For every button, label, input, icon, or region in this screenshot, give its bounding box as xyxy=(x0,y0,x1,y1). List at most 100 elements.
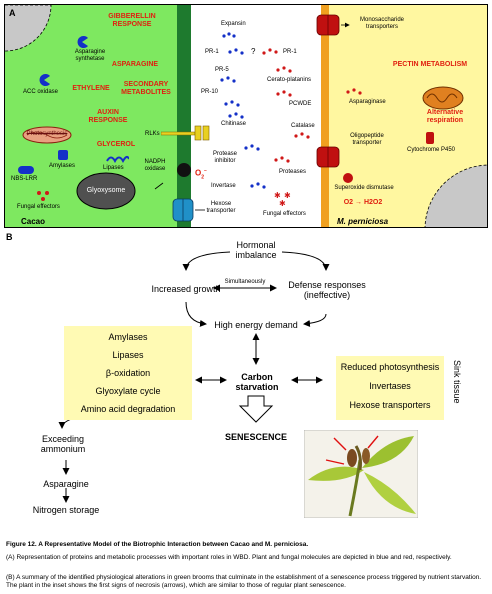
invertase-label: Invertase xyxy=(211,183,236,189)
left-process-item: β-oxidation xyxy=(105,368,151,378)
plant-inset-image xyxy=(304,430,418,518)
cytochrome-icon xyxy=(426,132,434,144)
pr1-red-dots xyxy=(262,48,278,55)
cytochrome-label: Cytochrome P450 xyxy=(406,147,456,153)
caption-a: (A) Representation of proteins and metab… xyxy=(6,554,452,561)
right-process-item: Hexose transporters xyxy=(349,400,431,410)
expansin-label: Expansin xyxy=(221,21,246,27)
auxin-label: AUXIN RESPONSE xyxy=(88,109,128,124)
cacao-title: Cacao xyxy=(21,217,46,226)
monosaccharide-transporter-icon xyxy=(316,14,340,36)
nadph-oxidase-label: NADPH oxidase xyxy=(144,159,166,172)
asparagine-synthetase-label: Asparagine synthetase xyxy=(74,49,106,62)
svg-text:✱: ✱ xyxy=(284,191,291,200)
fungal-effector-stars xyxy=(37,191,49,201)
o2-minus-text: O xyxy=(195,168,202,178)
senescence: SENESCENCE xyxy=(224,432,287,442)
sink-tissue: Sink tissue xyxy=(452,360,462,404)
increased-growth: Increased growth xyxy=(151,284,221,294)
protease-inhibitor-dots xyxy=(244,144,260,151)
secondary-metabolites-label: SECONDARY METABOLITES xyxy=(121,81,171,96)
nbs-lrr-label: NBS-LRR xyxy=(11,176,38,182)
panel-a-arrows xyxy=(154,22,350,211)
fungal-effector-stars-mid: ✱ ✱ ✱ xyxy=(274,191,291,207)
ethylene-label: ETHYLENE xyxy=(72,85,110,92)
superoxide-dismutase-icon xyxy=(343,173,353,183)
glycerol-label: GLYCEROL xyxy=(96,141,136,148)
nbs-lrr-icon xyxy=(18,166,34,174)
simultaneously: Simultaneously xyxy=(224,279,266,285)
pr1-left-label: PR-1 xyxy=(205,49,219,55)
right-processes-box: Reduced photosynthesis Invertases Hexose… xyxy=(336,356,444,420)
asparaginase-dots xyxy=(346,88,362,95)
nadph-oxidase-icon xyxy=(177,163,191,177)
exceeding-ammonium: Exceeding ammonium xyxy=(40,434,86,454)
monosaccharide-transporters-label: Monosaccharide transporters xyxy=(359,17,405,30)
cerato-platanins-label: Cerato-platanins xyxy=(267,77,312,83)
amylase-icon xyxy=(58,150,68,160)
photosynthesis-label: Photosynthesis xyxy=(26,131,68,137)
right-process-list: Reduced photosynthesis Invertases Hexose… xyxy=(336,356,444,419)
pectin-metabolism-label: PECTIN METABOLISM xyxy=(392,61,468,68)
left-processes-box: Amylases Lipases β-oxidation Glyoxylate … xyxy=(64,326,192,420)
expansin-dots xyxy=(222,32,236,38)
middle-fungal-effectors-label: Fungal effectors xyxy=(263,211,306,217)
lipase-icon xyxy=(106,155,129,163)
svg-text:✱: ✱ xyxy=(279,199,286,207)
glyoxysome-label: Glyoxysome xyxy=(86,187,126,194)
proteases-label: Proteases xyxy=(279,169,307,175)
catalase-dots xyxy=(294,132,310,139)
left-process-list: Amylases Lipases β-oxidation Glyoxylate … xyxy=(64,326,192,422)
lipases-label: Lipases xyxy=(103,165,124,171)
panel-a-graphics xyxy=(5,5,487,227)
defense-responses: Defense responses (ineffective) xyxy=(288,280,366,300)
cerato-dots xyxy=(276,66,292,73)
hormonal-imbalance: Hormonal imbalance xyxy=(235,240,277,260)
invertase-dots xyxy=(250,182,266,189)
pr5-label: PR-5 xyxy=(215,67,229,73)
asparaginase-label: Asparaginase xyxy=(349,99,386,105)
left-process-item: Amylases xyxy=(108,332,148,342)
pr1-blue-dots xyxy=(228,48,244,55)
proteases-dots xyxy=(274,156,290,163)
pr10-label: PR-10 xyxy=(201,89,219,95)
catalase-label: Catalase xyxy=(291,123,315,129)
cacao-fungal-effectors-label: Fungal effectors xyxy=(17,204,60,210)
oligopeptide-transporter-label: Oligopeptide transporter xyxy=(350,133,384,146)
panel-b-arrows xyxy=(58,251,330,503)
pacman-icon xyxy=(77,36,88,48)
caption-title: Figure 12. A Representative Model of the… xyxy=(6,541,309,548)
o2-to-h2o2-label: O2 → H2O2 xyxy=(343,199,383,206)
gibberellin-label: GIBBERELLIN RESPONSE xyxy=(108,13,156,28)
panel-a-label: A xyxy=(9,8,16,18)
superoxide-dismutase-label: Superoxide dismutase xyxy=(334,185,394,191)
pr5-dots xyxy=(220,76,236,83)
chitinase-dots xyxy=(228,112,244,119)
pcwde-dots xyxy=(276,90,292,97)
pacman-icon xyxy=(39,74,50,86)
left-process-item: Amino acid degradation xyxy=(80,404,176,414)
asparagine-b: Asparagine xyxy=(43,479,89,489)
right-process-item: Invertases xyxy=(369,381,411,391)
pr10-dots xyxy=(224,100,240,107)
panel-a: A GIBBERELLIN RESPONSE Asparagine synthe… xyxy=(4,4,488,228)
amylases-label: Amylases xyxy=(49,163,76,169)
pr1-right-label: PR-1 xyxy=(283,49,297,55)
caption-b: (B) A summary of the identified physiolo… xyxy=(6,574,482,589)
left-process-item: Glyoxylate cycle xyxy=(95,386,161,396)
svg-text:✱: ✱ xyxy=(274,191,281,200)
oligopeptide-transporter-icon xyxy=(316,146,340,168)
fungus-title: M. perniciosa xyxy=(337,217,389,226)
alternative-respiration-label: Alternative respiration xyxy=(426,109,464,124)
asparagine-label: ASPARAGINE xyxy=(111,61,159,68)
chitinase-label: Chitinase xyxy=(221,121,247,127)
left-process-item: Lipases xyxy=(112,350,144,360)
acc-oxidase-label: ACC oxidase xyxy=(23,89,59,95)
mitochondrion-icon xyxy=(422,86,464,110)
o2-minus-label: O2− xyxy=(195,168,207,181)
hexose-transporter-label: Hexose transporter xyxy=(206,201,236,214)
rlk-receptor-icon xyxy=(161,125,210,141)
rlks-label: RLKs xyxy=(145,131,160,137)
right-process-item: Reduced photosynthesis xyxy=(340,362,440,372)
hexose-transporter-icon xyxy=(172,198,194,222)
